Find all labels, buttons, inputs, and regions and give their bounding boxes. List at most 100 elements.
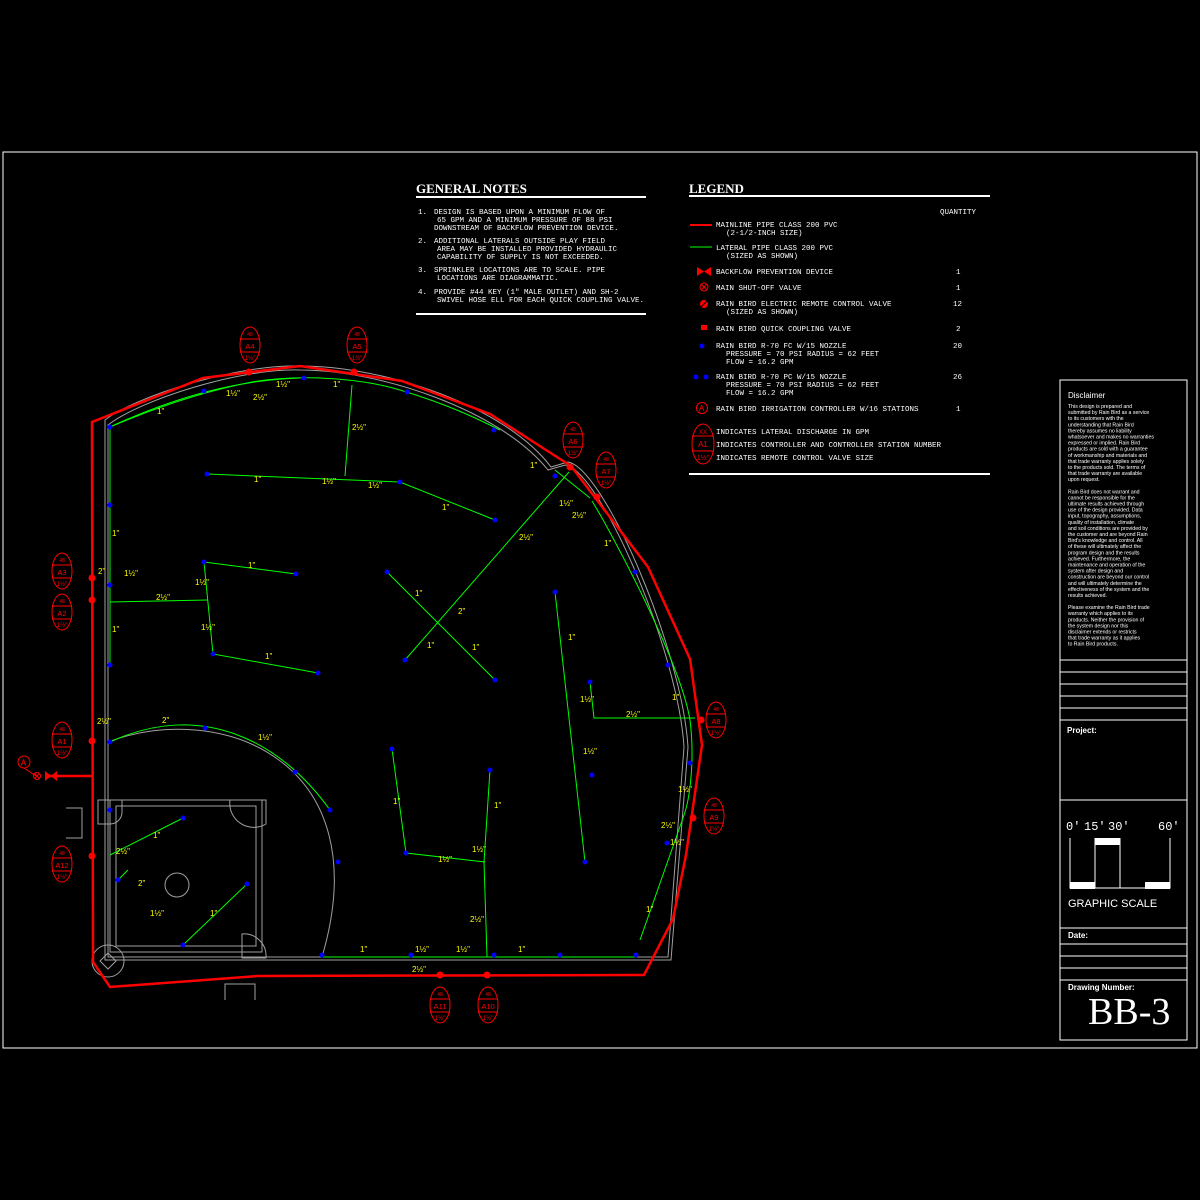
scale-title: GRAPHIC SCALE: [1068, 898, 1157, 910]
pipe-label: 1": [393, 797, 400, 806]
disclaimer-line: that trade warranty applies solely: [1068, 459, 1144, 465]
scale-label-60: 60': [1158, 820, 1180, 834]
sheet-border: [2, 151, 1198, 1049]
legend-label: FLOW = 16.2 GPM: [726, 359, 794, 367]
pipe-label: 1½": [678, 785, 692, 794]
pipe-label: 2½": [352, 423, 366, 432]
valve-tag-size: 1½": [57, 874, 67, 881]
disclaimer-line: the system design nor this: [1068, 623, 1129, 629]
pipe-label: 1": [604, 539, 611, 548]
pipe-label: 1": [518, 945, 525, 954]
disclaimer-line: upon request.: [1068, 477, 1100, 483]
valve-tag-size: 1½": [435, 1015, 445, 1022]
part-circle-head-icon: [693, 374, 709, 380]
note-number: 1.: [418, 209, 427, 217]
disclaimer-line: the customer and are beyond Rain: [1068, 532, 1148, 538]
pipe-label: 1": [112, 529, 119, 538]
pipe-label: 1": [442, 503, 449, 512]
legend-quantity: 2: [956, 326, 961, 334]
legend-label: (2-1/2-INCH SIZE): [726, 230, 803, 238]
shutoff-valve-icon: [699, 282, 709, 292]
valve-tag-station: A8: [711, 717, 720, 726]
valve-tag-gpm: 48: [711, 803, 717, 809]
pipe-size-labels: 1" 1½" 2½" 1½" 1" 2½" 1" 1½" 1½" 1" 1" 1…: [97, 380, 692, 974]
pipe-label: 2½": [470, 915, 484, 924]
valve-tag-gpm: 48: [59, 727, 65, 733]
disclaimer-line: products are sold with a guarantee: [1068, 447, 1148, 453]
valve-tag-gpm: 48: [603, 457, 609, 463]
pipe-label: 1½": [276, 380, 290, 389]
title-block: Disclaimer This design is prepared andsu…: [1060, 391, 1187, 1033]
note-line: ADDITIONAL LATERALS OUTSIDE PLAY FIELD: [434, 238, 606, 246]
scale-label-30: 30': [1108, 820, 1130, 834]
valve-tag-size: 1½": [483, 1015, 493, 1022]
pipe-label: 1": [248, 561, 255, 570]
controller-marker: A: [17, 755, 37, 777]
legend-label: RAIN BIRD R-70 FC W/15 NOZZLE: [716, 343, 847, 351]
note-line: SPRINKLER LOCATIONS ARE TO SCALE. PIPE: [434, 267, 606, 275]
disclaimer-line: products. Neither the provision of: [1068, 617, 1145, 623]
legend-label: INDICATES LATERAL DISCHARGE IN GPM: [716, 429, 870, 437]
site-plan: A 1" 1½" 2½": [17, 326, 727, 1024]
legend-quantity: 26: [953, 374, 963, 382]
disclaimer-line: that trade warranty as it applies: [1068, 636, 1140, 642]
disclaimer-line: thereby assumes no liability: [1068, 428, 1132, 434]
legend-label: MAINLINE PIPE CLASS 200 PVC: [716, 222, 838, 230]
note-number: 2.: [418, 238, 427, 246]
disclaimer-line: of workmanship and materials and: [1068, 453, 1147, 459]
note-line: DESIGN IS BASED UPON A MINIMUM FLOW OF: [434, 209, 605, 217]
pipe-label: 1½": [415, 945, 429, 954]
project-label: Project:: [1067, 726, 1097, 735]
valve-tag-size: 1½": [711, 730, 721, 737]
scale-label-15: 15': [1084, 820, 1106, 834]
disclaimer-line: to its customers with the: [1068, 416, 1124, 422]
pipe-label: 1½": [472, 845, 486, 854]
pipe-label: 1½": [226, 389, 240, 398]
pipe-label: 1": [672, 693, 679, 702]
pipe-label: 1½": [201, 623, 215, 632]
valve-tag-gpm: 48: [247, 332, 253, 338]
disclaimer-line: Rain Bird does not warrant and: [1068, 489, 1140, 495]
disclaimer-line: use of the design provided. Data: [1068, 508, 1143, 514]
pipe-label: 1": [646, 905, 653, 914]
pipe-label: 2½": [97, 717, 111, 726]
valve-tag-station: A12: [55, 861, 68, 870]
legend: LEGEND QUANTITY MAINLINE PIPE CLASS 200 …: [689, 181, 990, 475]
pipe-label: 2": [162, 716, 169, 725]
disclaimer-line: quality of installation, climate: [1068, 520, 1134, 526]
field-outline: [66, 365, 689, 1000]
legend-quantity: 1: [956, 269, 961, 277]
disclaimer-line: of these will ultimately affect the: [1068, 544, 1141, 550]
pipe-label: 1": [427, 641, 434, 650]
valve-tag-gpm: 48: [354, 332, 360, 338]
valve-tag-station: A3: [57, 568, 66, 577]
legend-label: RAIN BIRD IRRIGATION CONTROLLER W/16 STA…: [716, 406, 919, 414]
pipe-label: 1": [333, 380, 340, 389]
disclaimer-line: results achieved.: [1068, 593, 1107, 599]
disclaimer-line: expressed or implied. Rain Bird: [1068, 441, 1140, 447]
legend-label: INDICATES REMOTE CONTROL VALVE SIZE: [716, 455, 874, 463]
valve-tag-size: 1½": [245, 355, 255, 362]
remote-control-valve-icon: [700, 300, 708, 308]
legend-label: PRESSURE = 70 PSI RADIUS = 62 FEET: [726, 382, 880, 390]
main-shutoff-valve: [33, 772, 41, 780]
disclaimer-line: effectiveness of the system and the: [1068, 587, 1149, 593]
disclaimer-line: submitted by Rain Bird as a service: [1068, 410, 1149, 416]
pipe-label: 2½": [412, 965, 426, 974]
pipe-label: 1½": [195, 578, 209, 587]
disclaimer-line: and soil conditions are provided by: [1068, 526, 1148, 532]
legend-label: BACKFLOW PREVENTION DEVICE: [716, 269, 834, 277]
pipe-label: 1": [153, 831, 160, 840]
disclaimer-line: achieved. Furthermore, the: [1068, 556, 1130, 562]
pipe-label: 1½": [456, 945, 470, 954]
disclaimer-line: and will ultimately determine the: [1068, 581, 1142, 587]
pipe-label: 2½": [572, 511, 586, 520]
